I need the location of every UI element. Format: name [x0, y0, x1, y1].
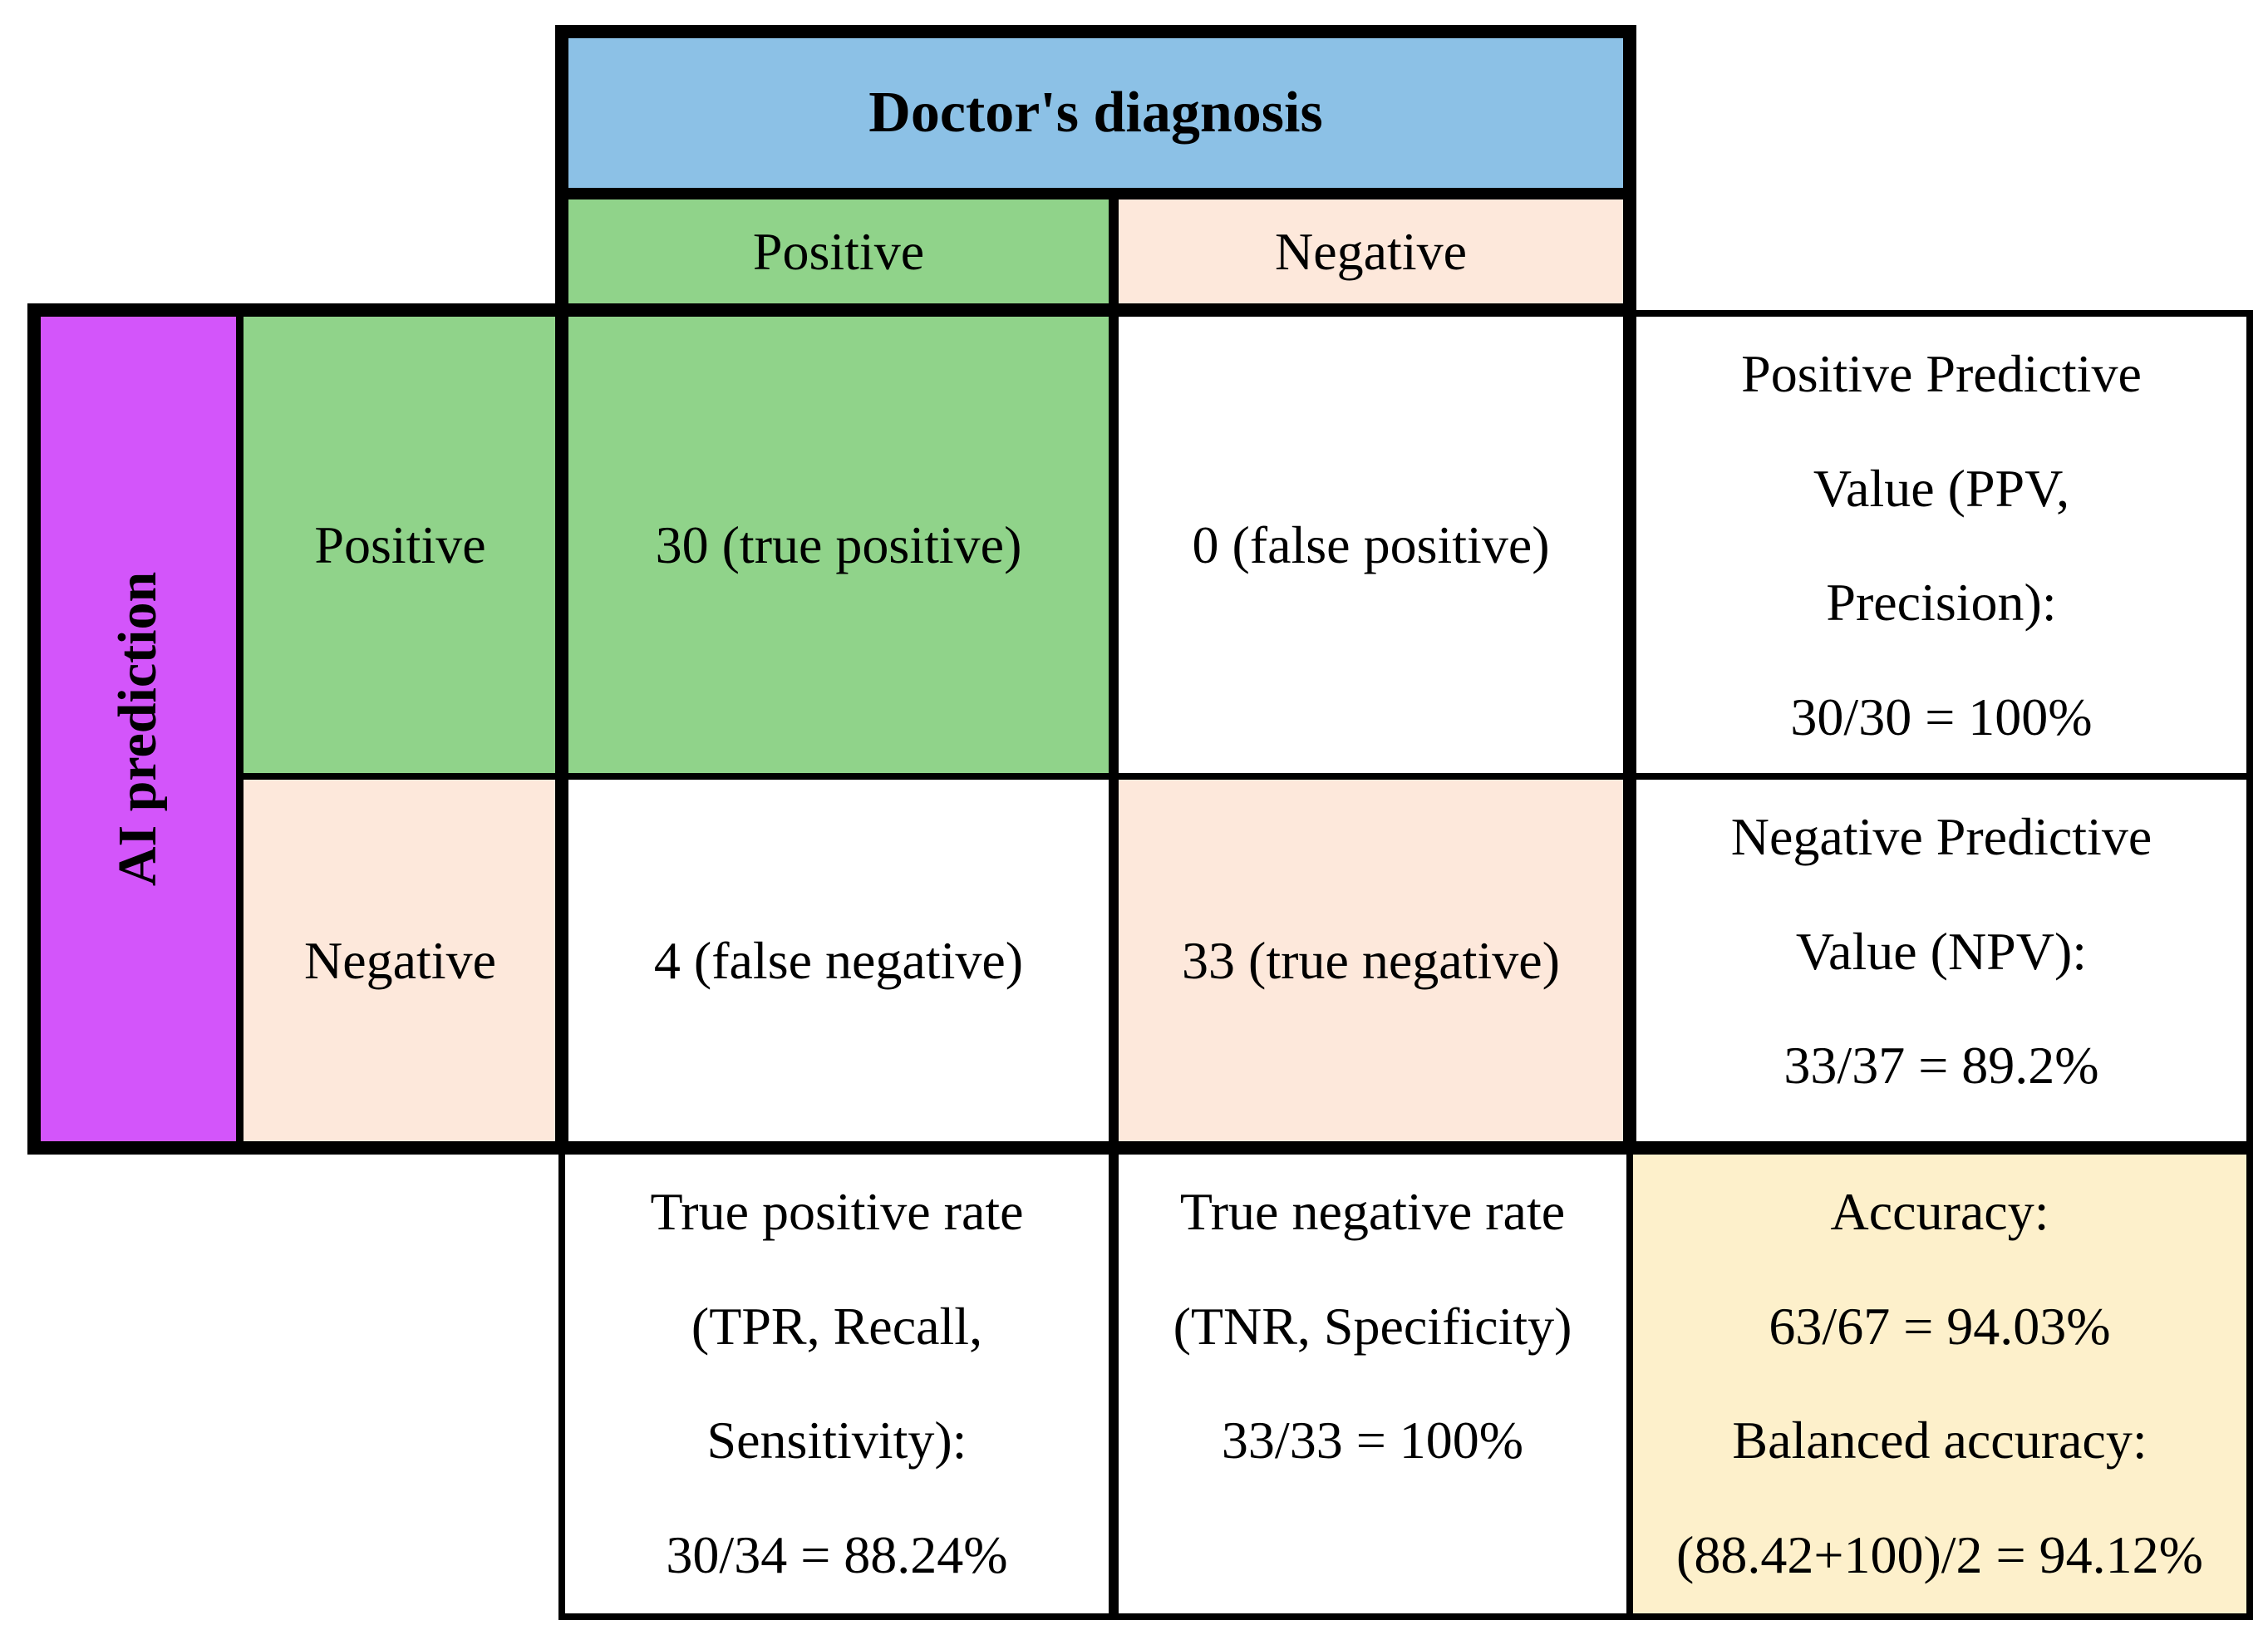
- grid-line: [1109, 199, 1119, 1619]
- cell-tnr-specificity: True negative rate (TNR, Specificity) 33…: [1119, 1155, 1626, 1613]
- row-header-negative: Negative: [244, 780, 557, 1141]
- grid-line: [236, 317, 244, 1141]
- col-header-positive: Positive: [568, 199, 1109, 303]
- grid-line: [1623, 25, 1636, 1155]
- grid-line: [2246, 310, 2253, 1619]
- cell-npv: Negative Predictive Value (NPV): 33/37 =…: [1636, 780, 2246, 1141]
- cell-accuracy: Accuracy: 63/67 = 94.03% Balanced accura…: [1633, 1155, 2246, 1613]
- grid-line: [558, 1155, 565, 1619]
- cell-false-positive: 0 (false positive): [1119, 317, 1623, 773]
- grid-line: [1636, 310, 2253, 317]
- grid-line: [27, 303, 41, 1155]
- cell-true-positive: 30 (true positive): [568, 317, 1109, 773]
- cell-false-negative: 4 (false negative): [568, 780, 1109, 1141]
- col-axis-title-doctors-diagnosis: Doctor's diagnosis: [568, 38, 1623, 188]
- grid-line: [555, 25, 1636, 38]
- cell-ppv-precision: Positive Predictive Value (PPV, Precisio…: [1636, 317, 2246, 773]
- grid-line: [1626, 1155, 1633, 1619]
- row-axis-title-ai-prediction: AI prediction: [41, 317, 236, 1141]
- grid-line: [244, 773, 2246, 780]
- cell-true-negative: 33 (true negative): [1119, 780, 1623, 1141]
- cell-tpr-sensitivity: True positive rate (TPR, Recall, Sensiti…: [565, 1155, 1109, 1613]
- row-header-positive: Positive: [244, 317, 557, 773]
- grid-line: [555, 25, 568, 1155]
- grid-line: [555, 188, 1636, 199]
- grid-line: [27, 303, 1636, 317]
- row-axis-title-label: AI prediction: [107, 571, 169, 887]
- grid-line: [558, 1613, 2253, 1620]
- grid-line: [27, 1141, 2253, 1155]
- col-header-negative: Negative: [1119, 199, 1623, 303]
